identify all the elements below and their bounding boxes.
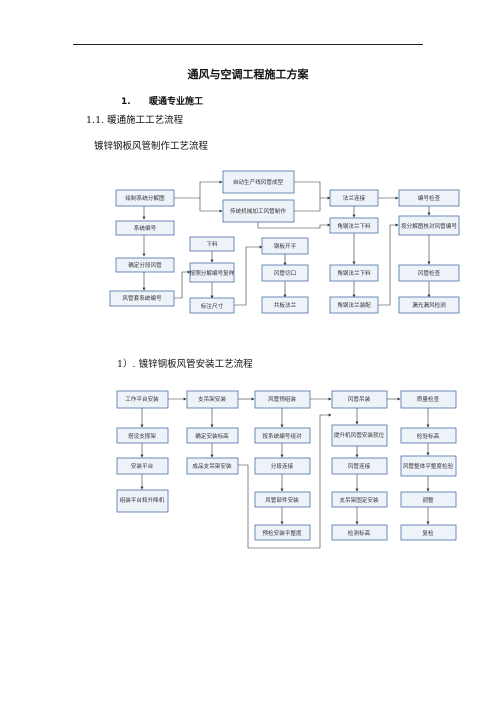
flow1-box-11: 风管切口: [261, 264, 309, 282]
flow1-box-label: 下料: [206, 240, 218, 248]
flow1-box-label: 钢板开平: [274, 242, 297, 250]
flow2-box-10: 分段连接: [254, 457, 311, 475]
flow1-box-10: 钢板开平: [261, 237, 309, 255]
flow2-box-label: 确定安装标高: [195, 432, 229, 440]
flow1-box-18: 按分解图核对风管编号: [398, 215, 460, 236]
flow2-box-label: 支吊架固定安装: [339, 496, 379, 504]
flow1-box-5: 自动生产线风管成型: [222, 170, 295, 194]
flow2-box-18: 质量检查: [400, 390, 457, 409]
flow2-box-label: 复检: [422, 529, 434, 537]
section-number: 1.: [121, 97, 131, 107]
flow2-box-6: 确定安装标高: [186, 427, 239, 444]
flow1-caption: 镀锌钢板风管制作工艺流程: [94, 141, 209, 152]
flow1-box-2: 系统编号: [115, 220, 175, 236]
flow2-box-4: 组装平台和升降机: [116, 489, 169, 513]
flow2-box-label: 检验标高: [417, 432, 440, 440]
flow1-box-label: 标注尺寸: [201, 302, 224, 310]
flow1-box-label: 绘制系统分解图: [125, 194, 165, 202]
flow2-box-label: 分段连接: [271, 462, 294, 470]
flow2-box-1: 工作平台安装: [116, 390, 169, 409]
flow1-box-label: 风管检查: [418, 269, 441, 277]
flow2-box-label: 质量检查: [417, 395, 440, 403]
flow1-box-14: 角钢法兰下料: [329, 217, 379, 234]
flow1-box-17: 编号检查: [398, 189, 460, 207]
flow1-box-13: 法兰连接: [329, 189, 379, 207]
flow2-box-label: 搭设支撑架: [128, 432, 156, 440]
flow1-box-7: 下料: [189, 236, 235, 252]
flow1-connectors: [142, 180, 431, 306]
flow1-box-20: 漏光漏风检测: [398, 296, 460, 314]
flow2-box-12: 预检安装平整度: [254, 524, 311, 541]
flow1-box-label: 风管套系统编号: [122, 294, 162, 302]
flow2-box-label: 工作平台安装: [125, 395, 159, 403]
flow1-box-label: 法兰连接: [343, 194, 366, 202]
flow2-box-label: 按系统编号组对: [262, 432, 302, 440]
flow2-box-7: 成品支吊架安装: [186, 457, 239, 475]
flow1-box-label: 自动生产线风管成型: [233, 178, 284, 186]
flow1-box-label: 风管切口: [274, 269, 296, 277]
flow2-box-label: 风管预组装: [268, 395, 296, 403]
flow2-box-5: 支吊架安装: [186, 390, 239, 409]
flow1-box-label: 确定分段风管: [128, 261, 162, 269]
flow2-box-label: 风管部件安装: [265, 496, 299, 504]
flow2-box-2: 搭设支撑架: [116, 427, 169, 444]
flow2-box-9: 按系统编号组对: [254, 427, 311, 444]
flow1-box-9: 标注尺寸: [189, 297, 235, 314]
flow2-box-label: 风管整体平整度检验: [403, 462, 454, 470]
flow1-box-8: 按照分解编号复样: [189, 262, 235, 283]
flow2-box-label: 检测标高: [348, 529, 371, 537]
flow1-box-16: 角钢法兰装配: [329, 296, 379, 314]
flow2-box-8: 风管预组装: [254, 390, 311, 409]
flow2-box-label: 支吊架安装: [198, 395, 226, 403]
flow2-box-label: 调整: [422, 496, 434, 504]
flow1-box-label: 角钢法兰下料: [337, 222, 371, 230]
subsection-heading: 1.1. 暖通施工工艺流程: [86, 115, 184, 126]
flow2-box-19: 检验标高: [400, 427, 457, 444]
flow2-box-20: 风管整体平整度检验: [400, 455, 457, 477]
flow1-box-1: 绘制系统分解图: [115, 189, 175, 207]
flow2-box-21: 调整: [400, 491, 457, 508]
section-title: 暖通专业施工: [149, 97, 204, 107]
flow2-box-11: 风管部件安装: [254, 491, 311, 508]
flow2-box-15: 风管连接: [331, 457, 388, 475]
flow2-box-label: 安装平台: [131, 462, 154, 470]
flow2-connectors: [140, 397, 430, 549]
flow1-box-label: 传统机械加工风管制作: [230, 207, 286, 215]
flow2-box-13: 风管吊装: [331, 390, 388, 409]
flow1-box-label: 按分解图核对风管编号: [401, 222, 457, 230]
page-title: 通风与空调工程施工方案: [187, 68, 309, 81]
flow2-box-22: 复检: [400, 524, 457, 541]
flow1-box-6: 传统机械加工风管制作: [222, 199, 295, 223]
flow2-box-label: 成品支吊架安装: [192, 462, 232, 470]
flow1-box-label: 编号检查: [418, 194, 441, 202]
flow1-box-label: 共板法兰: [274, 301, 297, 309]
flow1-box-label: 漏光漏风检测: [412, 301, 446, 309]
flow2-box-3: 安装平台: [116, 457, 169, 475]
flow2-box-label: 风管连接: [348, 462, 371, 470]
flow1-box-4: 风管套系统编号: [109, 290, 175, 307]
flow2-box-label: 预检安装平整度: [262, 529, 302, 537]
flow2-box-17: 检测标高: [331, 524, 388, 541]
flow2-caption: 1）. 镀锌钢板风管安装工艺流程: [117, 359, 253, 370]
flow1-box-label: 系统编号: [134, 224, 157, 232]
flow2-box-14: 提升机风管安装就位: [331, 424, 388, 447]
flow2-box-16: 支吊架固定安装: [331, 491, 388, 508]
flow2-box-label: 提升机风管安装就位: [334, 431, 385, 439]
flow2-box-label: 组装平台和升降机: [120, 496, 165, 504]
flow2-box-label: 风管吊装: [348, 395, 371, 403]
flow1-box-12: 共板法兰: [261, 296, 309, 314]
flow1-box-label: 角钢法兰装配: [337, 301, 371, 309]
flow1-box-label: 角钢法兰下料: [337, 269, 371, 277]
section-heading: 1. 暖通专业施工: [121, 94, 203, 107]
flow1-box-3: 确定分段风管: [115, 257, 175, 273]
flow1-box-label: 按照分解编号复样: [190, 269, 235, 277]
flow1-box-19: 风管检查: [398, 264, 460, 282]
header-rule: [73, 44, 423, 45]
flow1-box-15: 角钢法兰下料: [329, 264, 379, 282]
